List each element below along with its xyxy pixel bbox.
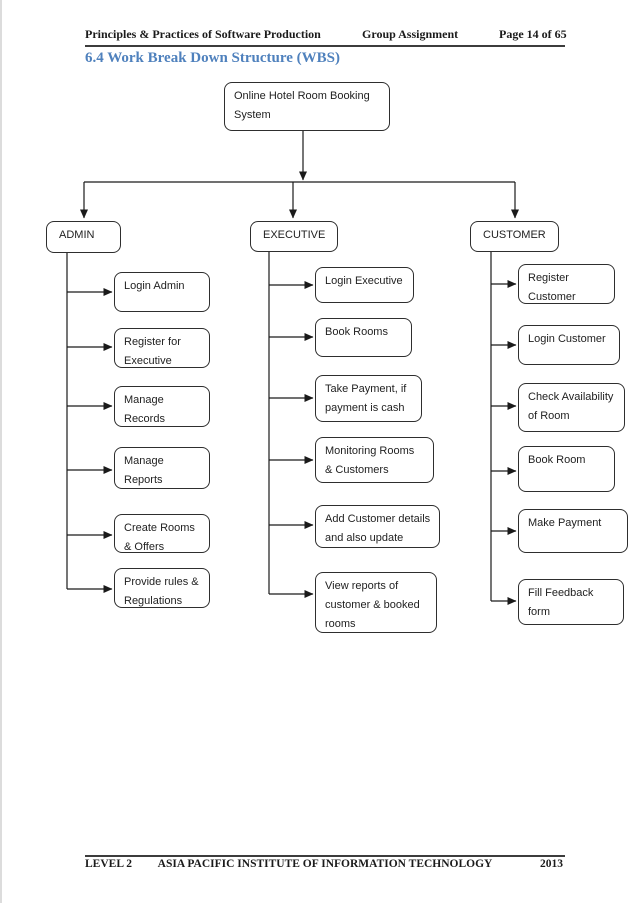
header-assignment-type: Group Assignment (362, 27, 459, 41)
wbs-branch-executive: EXECUTIVE (250, 221, 338, 252)
header-rule (85, 45, 565, 47)
wbs-root-node: Online Hotel Room Booking System (224, 82, 390, 131)
wbs-branch-customer: CUSTOMER (470, 221, 559, 252)
wbs-item-book-room: Book Room (518, 446, 615, 492)
section-title: 6.4 Work Break Down Structure (WBS) (85, 50, 341, 66)
wbs-branch-admin: ADMIN (46, 221, 121, 253)
wbs-item-view-reports: View reports of customer & booked rooms (315, 572, 437, 633)
footer-level: LEVEL 2 (85, 858, 132, 870)
footer-institute: ASIA PACIFIC INSTITUTE OF INFORMATION TE… (157, 858, 493, 870)
wbs-item-login-customer: Login Customer (518, 325, 620, 365)
wbs-item-make-payment: Make Payment (518, 509, 628, 553)
wbs-item-login-executive: Login Executive (315, 267, 414, 303)
wbs-item-monitoring-rooms-customers: Monitoring Rooms & Customers (315, 437, 434, 483)
footer-rule (85, 855, 565, 857)
wbs-item-take-payment-cash: Take Payment, if payment is cash (315, 375, 422, 422)
header-page-number: Page 14 of 65 (499, 27, 567, 41)
wbs-item-fill-feedback-form: Fill Feedback form (518, 579, 624, 625)
wbs-item-provide-rules-regulations: Provide rules & Regulations (114, 568, 210, 608)
wbs-item-login-admin: Login Admin (114, 272, 210, 312)
wbs-item-register-customer: Register Customer (518, 264, 615, 304)
wbs-item-manage-reports: Manage Reports (114, 447, 210, 489)
wbs-item-register-for-executive: Register for Executive (114, 328, 210, 368)
header-course-title: Principles & Practices of Software Produ… (85, 27, 321, 41)
wbs-item-book-rooms: Book Rooms (315, 318, 412, 357)
footer-year: 2013 (540, 858, 563, 870)
wbs-item-manage-records: Manage Records (114, 386, 210, 427)
wbs-item-check-availability: Check Availability of Room (518, 383, 625, 432)
wbs-item-create-rooms-offers: Create Rooms & Offers (114, 514, 210, 553)
wbs-item-add-customer-details: Add Customer details and also update (315, 505, 440, 548)
